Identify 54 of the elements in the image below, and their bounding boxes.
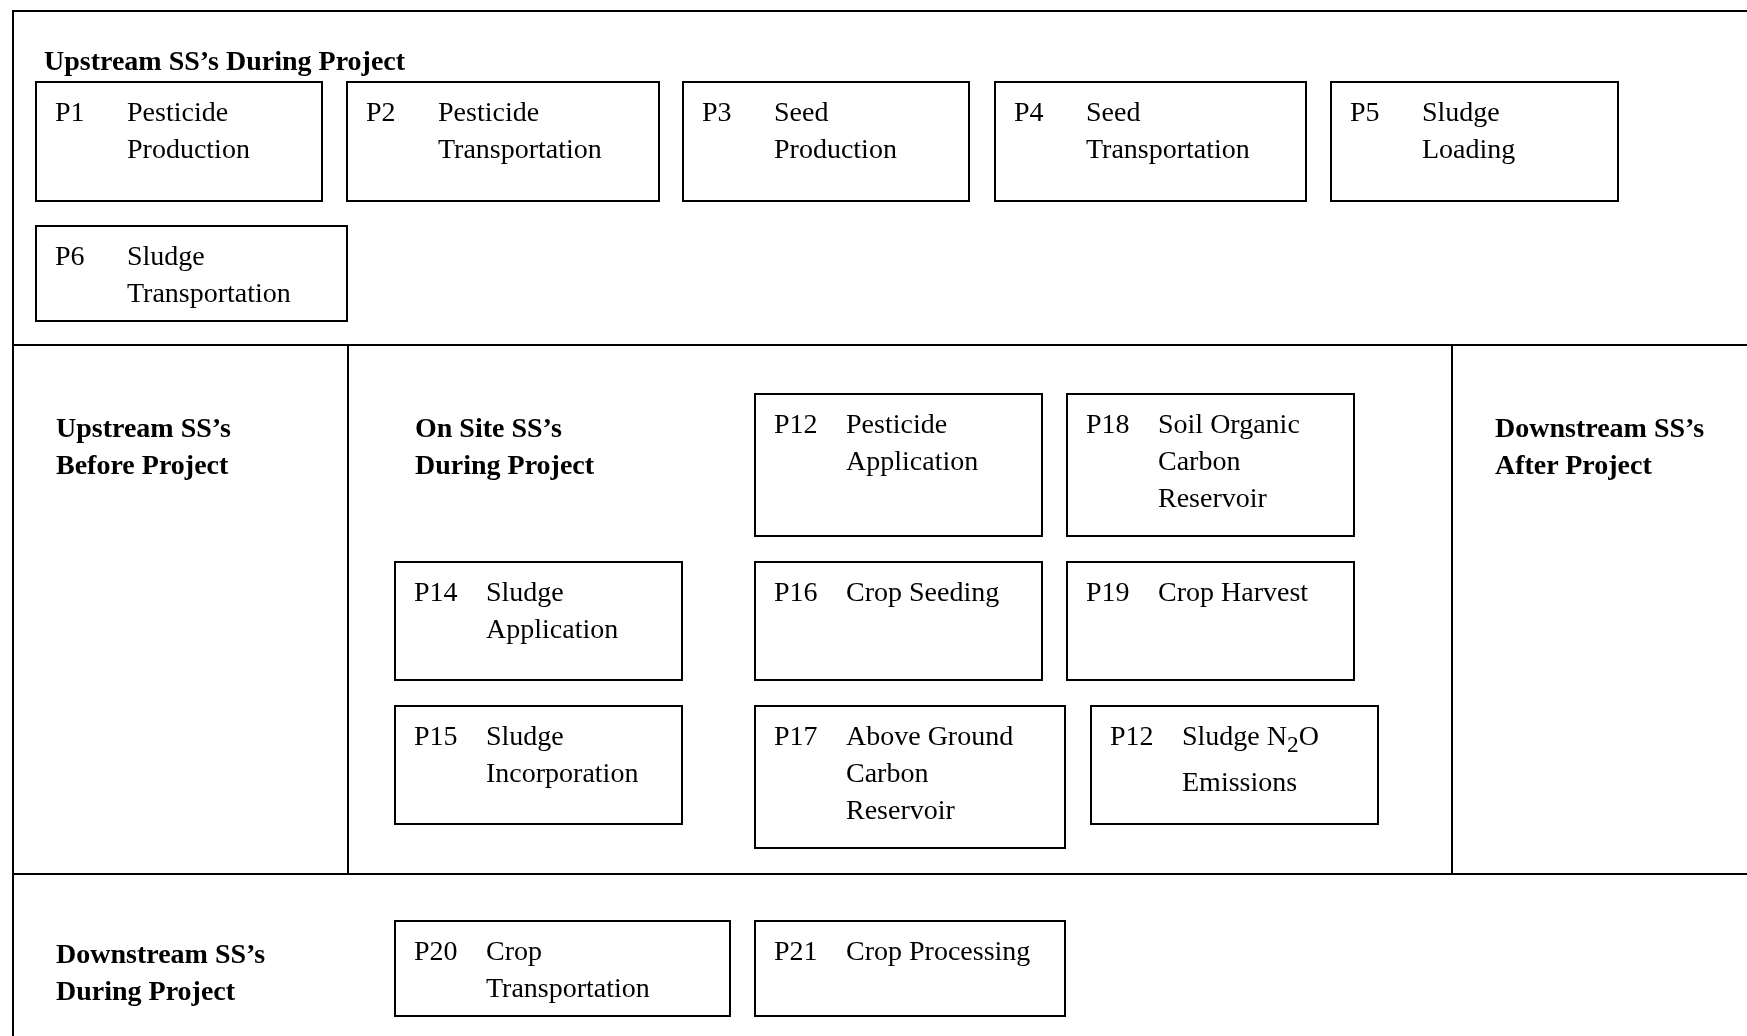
process-box — [754, 920, 1066, 1017]
process-code: P6 — [55, 239, 85, 273]
process-name: Sludge Application — [486, 575, 620, 646]
section-panel — [12, 10, 1747, 346]
process-name: Crop Processing — [846, 934, 1032, 968]
process-code: P19 — [1086, 575, 1130, 609]
process-code: P20 — [414, 934, 458, 968]
section-heading: Downstream SS’s During Project — [56, 937, 267, 1008]
process-name: Sludge N$_{2}$O Emissions — [1182, 719, 1320, 799]
process-box — [346, 81, 660, 202]
process-name: Sludge Transportation — [127, 239, 292, 310]
process-box — [35, 81, 323, 202]
process-name: Pesticide Transportation — [438, 95, 603, 166]
section-heading: Downstream SS’s After Project — [1495, 411, 1706, 482]
process-name: Crop Harvest — [1158, 575, 1310, 609]
process-code: P18 — [1086, 407, 1130, 441]
process-code: P16 — [774, 575, 818, 609]
process-name: Seed Production — [774, 95, 898, 166]
process-box — [754, 561, 1043, 681]
process-name: Sludge Loading — [1422, 95, 1517, 166]
process-code: P2 — [366, 95, 396, 129]
process-name: Pesticide Application — [846, 407, 980, 478]
process-code: P15 — [414, 719, 458, 753]
section-heading: On Site SS’s During Project — [415, 411, 596, 482]
process-name: Seed Transportation — [1086, 95, 1251, 166]
process-code: P4 — [1014, 95, 1044, 129]
process-code: P17 — [774, 719, 818, 753]
section-heading: Upstream SS’s During Project — [44, 44, 407, 78]
process-box — [1066, 561, 1355, 681]
process-name: Crop Seeding — [846, 575, 1001, 609]
process-name: Pesticide Production — [127, 95, 251, 166]
process-code: P12 — [774, 407, 818, 441]
process-name: Crop Transportation — [486, 934, 651, 1005]
process-box — [394, 561, 683, 681]
process-box — [1066, 393, 1355, 537]
process-code: P3 — [702, 95, 732, 129]
process-box — [754, 705, 1066, 849]
process-name: Sludge Incorporation — [486, 719, 640, 790]
process-code: P1 — [55, 95, 85, 129]
process-box — [35, 225, 348, 322]
process-name: Soil Organic Carbon Reservoir — [1158, 407, 1301, 515]
process-box — [394, 920, 731, 1017]
section-heading: Upstream SS’s Before Project — [56, 411, 232, 482]
process-code: P14 — [414, 575, 458, 609]
process-code: P21 — [774, 934, 818, 968]
process-box — [682, 81, 970, 202]
process-box — [754, 393, 1043, 537]
process-box — [1330, 81, 1619, 202]
process-box — [994, 81, 1307, 202]
process-code: P12 — [1110, 719, 1154, 753]
process-code: P5 — [1350, 95, 1380, 129]
process-box — [1090, 705, 1379, 825]
process-name: Above Ground Carbon Reservoir — [846, 719, 1015, 827]
process-box — [394, 705, 683, 825]
